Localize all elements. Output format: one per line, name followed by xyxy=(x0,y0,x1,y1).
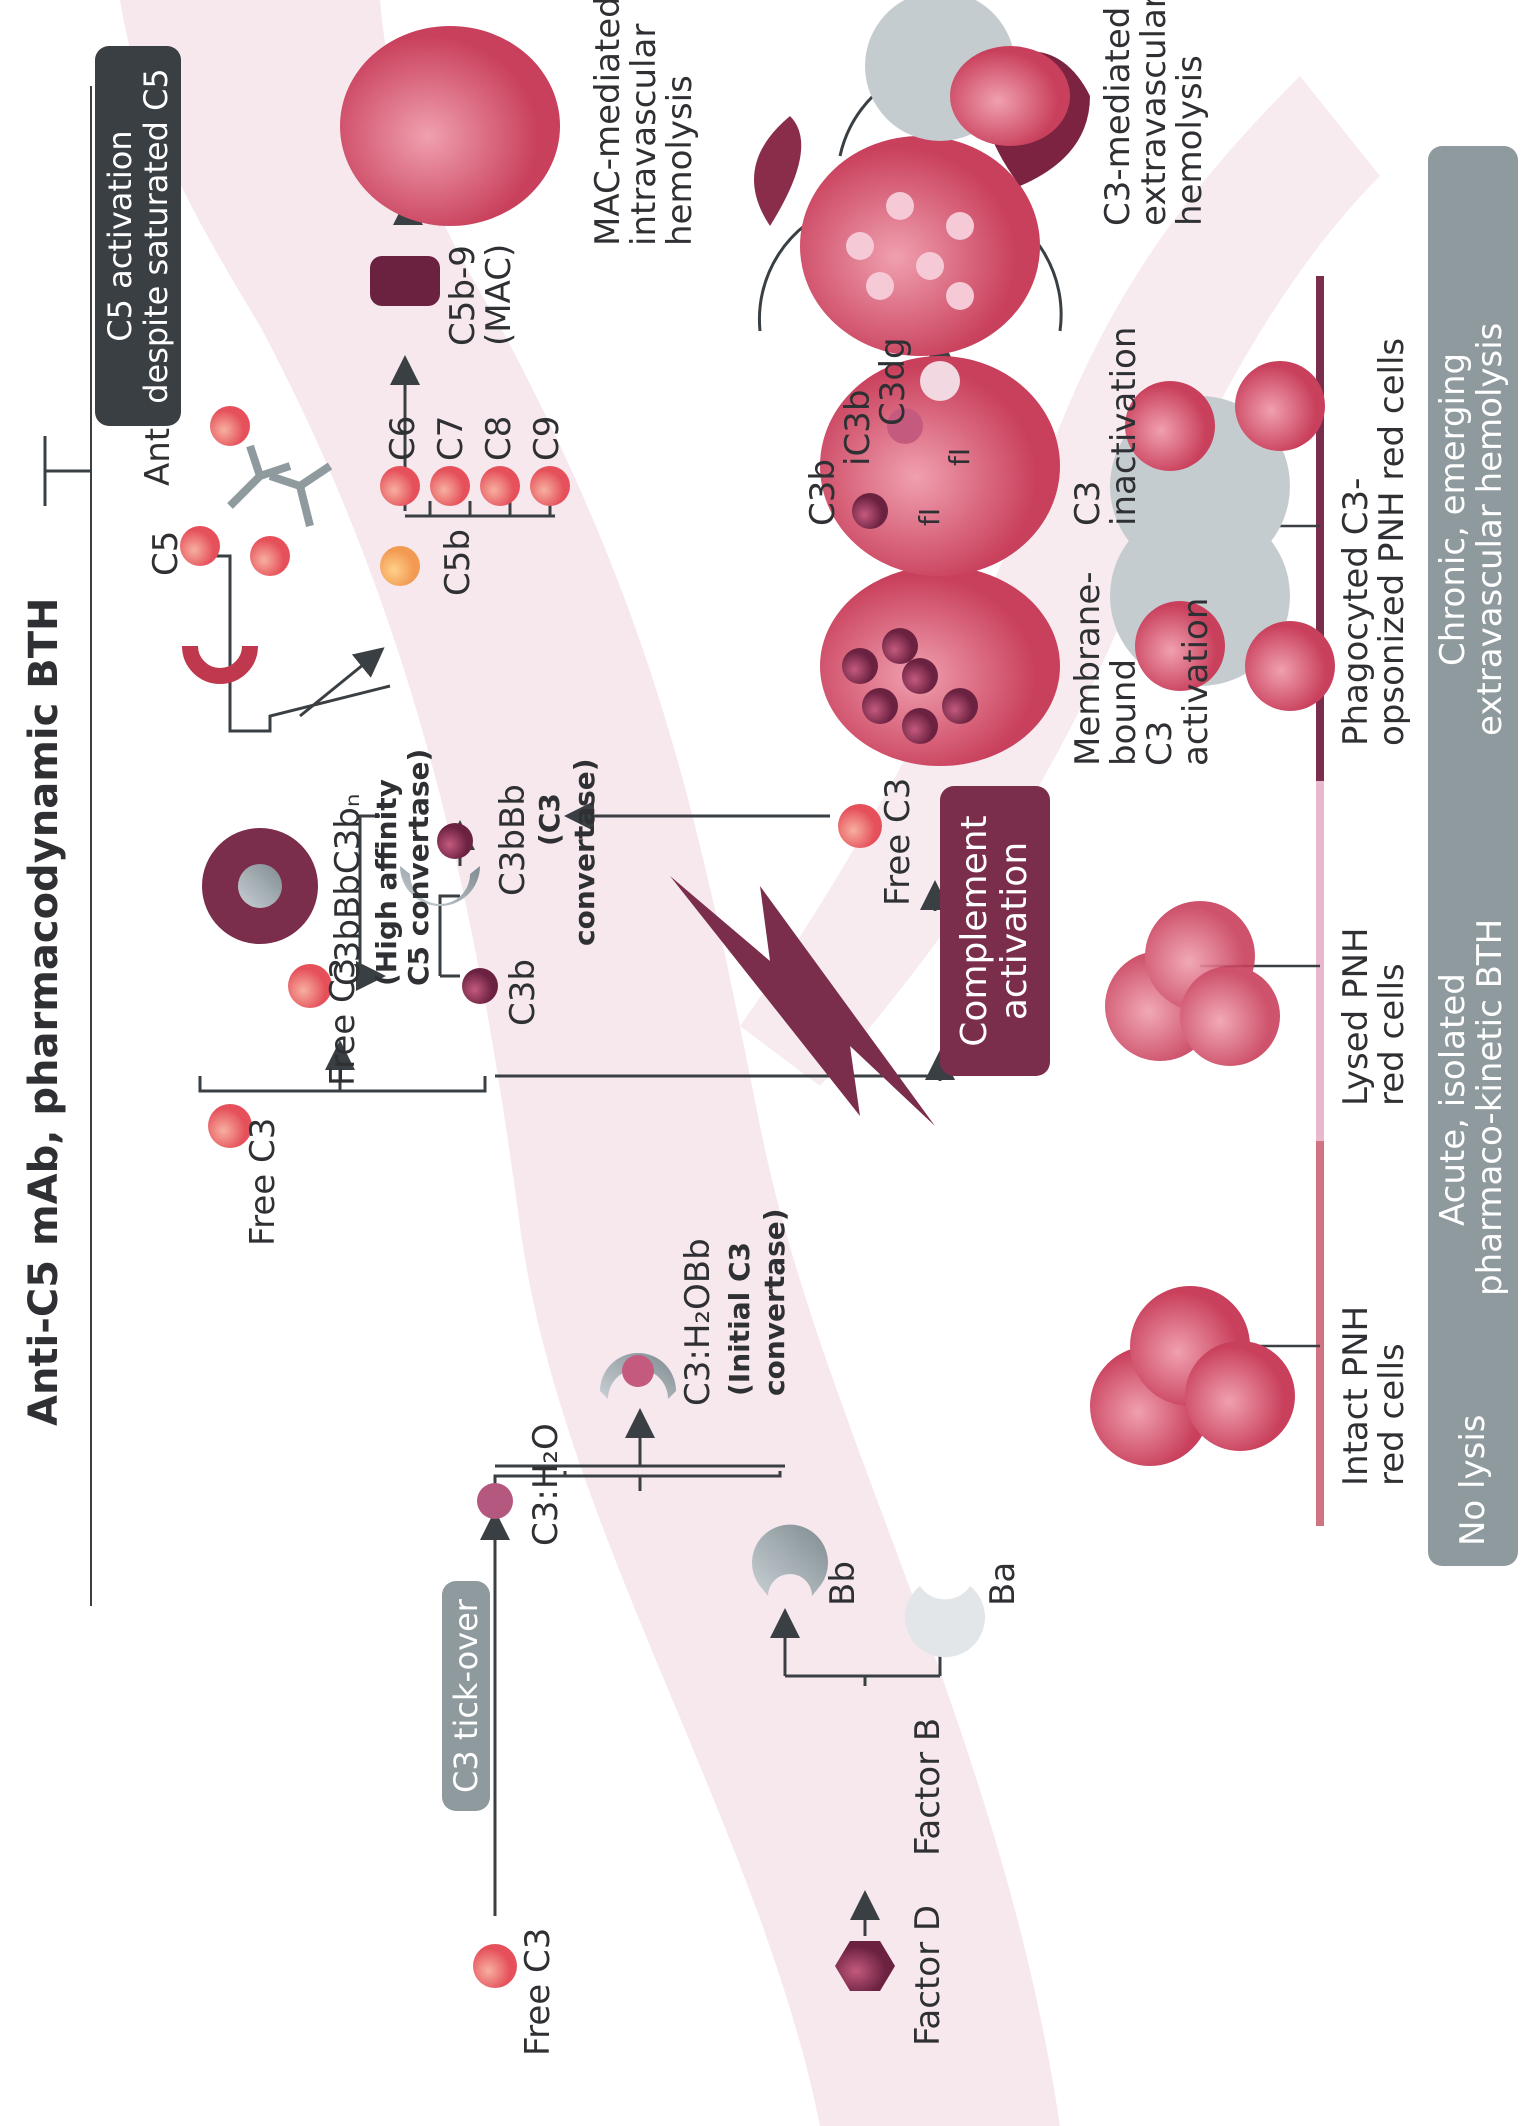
c5-activation-pill: C5 activation despite saturated C5 xyxy=(95,46,181,426)
c9-label: C9 xyxy=(527,415,567,461)
footer-chronic-line2: extravascular hemolysis xyxy=(1470,322,1510,736)
c7-label: C7 xyxy=(431,415,471,461)
free-c3-label-a: Free C3 xyxy=(243,1117,283,1246)
fi-label-2: fI xyxy=(943,447,976,466)
ic3b-fragment-label: iC3b xyxy=(838,389,878,466)
c3bbb-label: C3bBb xyxy=(493,784,533,896)
c5-label: C5 xyxy=(146,530,186,576)
c3b-fragment-label: C3b xyxy=(803,459,843,526)
membrane-bound-line3: C3 xyxy=(1140,720,1180,766)
free-c3-label-c: Free C3 xyxy=(878,777,918,906)
c5-activation-line2: despite saturated C5 xyxy=(137,68,175,404)
c3-convertase-line2: convertase) xyxy=(568,758,601,946)
bb-label: Bb xyxy=(823,1561,863,1606)
factor-b-label: Factor B xyxy=(908,1717,948,1856)
intact-cells-line2: red cells xyxy=(1372,1343,1412,1486)
mac-hemolysis-line2: intravascular xyxy=(624,23,664,246)
c3-inactivation-line2: inactivation xyxy=(1104,326,1144,526)
lysed-cells-line2: red cells xyxy=(1372,963,1412,1106)
c3-hemolysis-line2: extravascular xyxy=(1134,0,1174,226)
c3-hemolysis-line3: hemolysis xyxy=(1170,55,1210,226)
c3h2obb-label: C3:H₂OBb xyxy=(678,1238,718,1406)
c8-label: C8 xyxy=(479,415,519,461)
free-c3-label-left: Free C3 xyxy=(518,1927,558,2056)
initial-convertase-line2: convertase) xyxy=(758,1208,791,1396)
intact-cells-line1: Intact PNH xyxy=(1336,1305,1376,1486)
c3-inactivation-line1: C3 xyxy=(1068,480,1108,526)
lysed-cells-line1: Lysed PNH xyxy=(1336,927,1376,1106)
membrane-bound-line4: activation xyxy=(1176,597,1216,766)
mac-line2: (MAC) xyxy=(479,243,519,346)
membrane-bound-line1: Membrane- xyxy=(1068,571,1108,766)
phago-cells-line1: Phagocyted C3- xyxy=(1336,477,1376,746)
c5-convertase-line1: (High affinity xyxy=(370,779,403,986)
complement-activation-pill: Complement activation xyxy=(940,786,1050,1076)
c3b-label: C3b xyxy=(503,959,543,1026)
c3dg-fragment-label: C3dg xyxy=(873,337,913,426)
membrane-bound-line2: bound xyxy=(1104,658,1144,766)
complement-activation-line2: activation xyxy=(994,841,1035,1021)
c3h2o-label: C3:H₂O xyxy=(526,1423,566,1546)
factor-d-label: Factor D xyxy=(908,1904,948,2046)
tickover-pill: C3 tick-over xyxy=(442,1581,490,1811)
ba-label: Ba xyxy=(983,1561,1023,1606)
initial-convertase-line1: (Initial C3 xyxy=(723,1242,756,1396)
tickover-label: C3 tick-over xyxy=(447,1599,485,1793)
complement-activation-line1: Complement xyxy=(954,815,995,1047)
mac-hemolysis-line3: hemolysis xyxy=(660,75,700,246)
footer-acute-line2: pharmaco-kinetic BTH xyxy=(1470,918,1510,1296)
phago-cells-line2: opsonized PNH red cells xyxy=(1372,337,1412,746)
c6-label: C6 xyxy=(383,415,423,461)
fi-label-1: fI xyxy=(913,507,946,526)
mac-line1: C5b-9 xyxy=(443,245,483,346)
c3bbbc3bn-label: C3bBbC3bₙ xyxy=(328,793,368,986)
footer-no-lysis: No lysis xyxy=(1453,1414,1493,1546)
lightning-bolt xyxy=(670,876,935,1126)
c3-convertase-line1: (C3 xyxy=(533,793,566,846)
mac-hemolysis-line1: MAC-mediated xyxy=(588,0,628,246)
c3-hemolysis-line1: C3-mediated xyxy=(1098,6,1138,226)
c5-convertase-line2: C5 convertase) xyxy=(402,748,435,986)
footer-chronic-line1: Chronic, emerging xyxy=(1433,352,1473,666)
c5b-label: C5b xyxy=(438,529,478,596)
footer-acute-line1: Acute, isolated xyxy=(1433,973,1473,1226)
c5-activation-line1: C5 activation xyxy=(101,130,139,342)
